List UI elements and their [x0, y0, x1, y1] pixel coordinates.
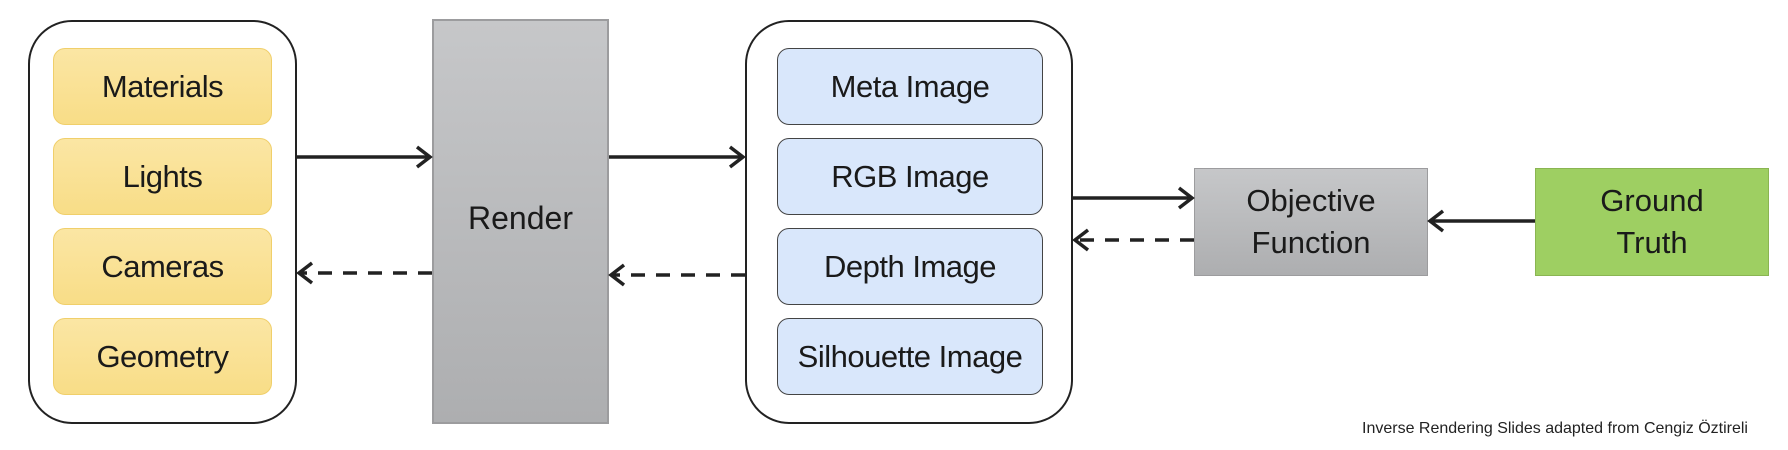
meta-image-node: Meta Image	[777, 48, 1043, 125]
edge-inputs-to-render	[297, 145, 433, 169]
materials-node: Materials	[53, 48, 272, 125]
rgb-image-label: RGB Image	[831, 158, 989, 194]
silhouette-image-label: Silhouette Image	[797, 338, 1023, 374]
ground-truth-label-line1: Ground	[1600, 183, 1704, 218]
cameras-label: Cameras	[101, 248, 224, 284]
lights-label: Lights	[122, 158, 203, 194]
rgb-image-node: RGB Image	[777, 138, 1043, 215]
meta-image-label: Meta Image	[830, 68, 990, 104]
silhouette-image-node: Silhouette Image	[777, 318, 1043, 395]
render-node: Render	[432, 19, 609, 424]
footnote-credit: Inverse Rendering Slides adapted from Ce…	[1362, 420, 1748, 437]
edge-render-to-outputs	[609, 145, 746, 169]
edge-groundtruth-to-objective	[1427, 209, 1535, 233]
edge-objective-to-outputs	[1072, 228, 1194, 252]
render-label: Render	[468, 200, 573, 236]
edge-outputs-to-objective	[1073, 186, 1195, 210]
geometry-node: Geometry	[53, 318, 272, 395]
edge-render-to-inputs	[296, 261, 432, 285]
lights-node: Lights	[53, 138, 272, 215]
ground-truth-node: Ground Truth	[1535, 168, 1769, 276]
depth-image-node: Depth Image	[777, 228, 1043, 305]
cameras-node: Cameras	[53, 228, 272, 305]
materials-label: Materials	[101, 68, 224, 104]
objective-label-line2: Function	[1251, 225, 1371, 260]
objective-function-node: Objective Function	[1194, 168, 1428, 276]
geometry-label: Geometry	[96, 338, 229, 374]
edge-outputs-to-render	[608, 263, 745, 287]
depth-image-label: Depth Image	[824, 248, 997, 284]
objective-label-line1: Objective	[1246, 183, 1376, 218]
ground-truth-label-line2: Truth	[1616, 225, 1688, 260]
